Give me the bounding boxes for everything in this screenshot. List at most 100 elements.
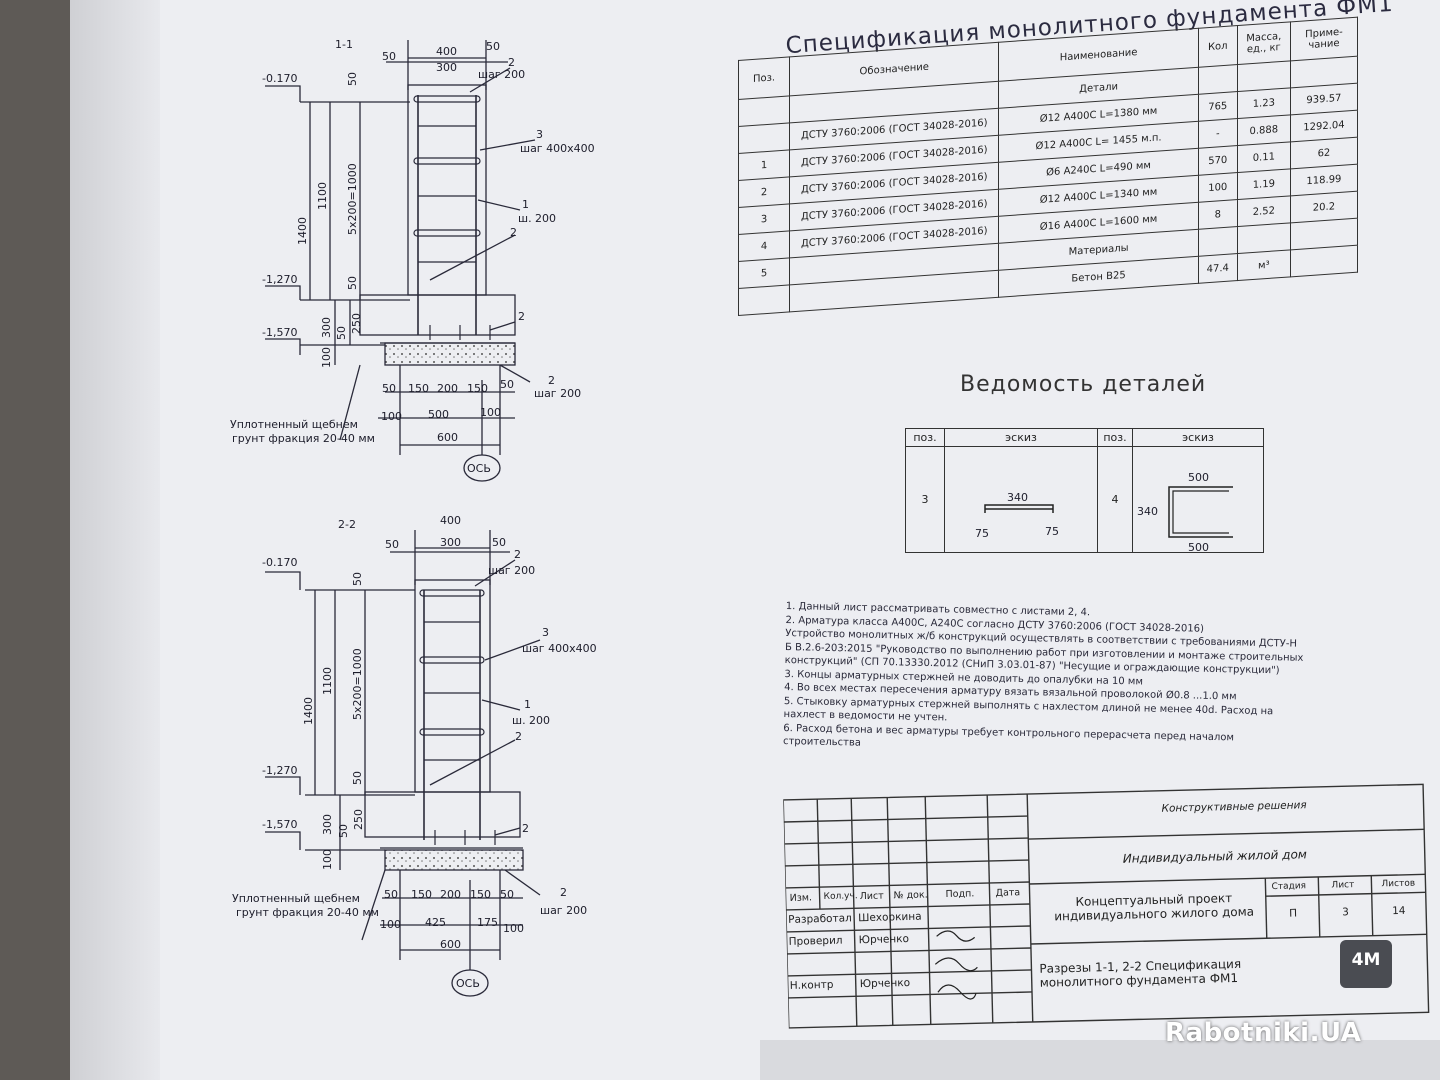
- details-table: поз. эскиз поз. эскиз 3 340 75 75 4 500 …: [905, 428, 1264, 553]
- section-1-dims: 400 50 300 50 -0.170 -1,270 -1,570 1400 …: [230, 40, 595, 475]
- svg-text:5x200=1000: 5x200=1000: [346, 163, 359, 235]
- svg-text:ш. 200: ш. 200: [518, 212, 556, 225]
- svg-text:500: 500: [1188, 471, 1209, 484]
- svg-text:2: 2: [510, 226, 517, 239]
- svg-text:300: 300: [436, 61, 457, 74]
- svg-text:1100: 1100: [316, 182, 329, 210]
- svg-text:425: 425: [425, 916, 446, 929]
- svg-text:1400: 1400: [302, 697, 315, 725]
- svg-text:-1,570: -1,570: [262, 818, 297, 831]
- svg-text:2: 2: [522, 822, 529, 835]
- svg-text:75: 75: [975, 527, 989, 540]
- section-2-title: 2-2: [338, 518, 356, 531]
- stamp-sheet-title: Разрезы 1-1, 2-2 Спецификация монолитног…: [1039, 956, 1242, 990]
- svg-text:500: 500: [428, 408, 449, 421]
- svg-text:2: 2: [514, 548, 521, 561]
- underlying-page-edge: [760, 1040, 1440, 1080]
- svg-text:50: 50: [351, 771, 364, 785]
- gravel-bed: [384, 342, 516, 366]
- svg-text:75: 75: [1045, 525, 1059, 538]
- svg-text:150: 150: [411, 888, 432, 901]
- spec-h-pos: Поз.: [738, 56, 790, 100]
- svg-text:2: 2: [548, 374, 555, 387]
- section-2-2: 2-2: [265, 518, 541, 997]
- title-block-grid: [783, 783, 1430, 1029]
- svg-text:грунт фракция 20-40 мм: грунт фракция 20-40 мм: [232, 432, 375, 445]
- axis-label-2: ОСЬ: [456, 977, 480, 990]
- svg-text:шаг 200: шаг 200: [488, 564, 535, 577]
- svg-text:50: 50: [346, 72, 359, 86]
- svg-text:600: 600: [437, 431, 458, 444]
- svg-text:250: 250: [352, 809, 365, 830]
- svg-text:-1,270: -1,270: [262, 764, 297, 777]
- detail-pos-3: 3: [905, 446, 945, 553]
- svg-text:50: 50: [385, 538, 399, 551]
- svg-text:1: 1: [522, 198, 529, 211]
- svg-text:250: 250: [350, 313, 363, 334]
- svg-text:50: 50: [382, 50, 396, 63]
- svg-text:400: 400: [440, 514, 461, 527]
- general-notes: 1. Данный лист рассматривать совместно с…: [783, 600, 1306, 759]
- svg-text:100: 100: [380, 918, 401, 931]
- svg-text:400: 400: [436, 45, 457, 58]
- svg-text:50: 50: [351, 572, 364, 586]
- svg-text:100: 100: [503, 922, 524, 935]
- spec-h-note: Приме-чание: [1290, 17, 1358, 61]
- detail-pos-4: 4: [1097, 446, 1133, 553]
- svg-text:50: 50: [384, 888, 398, 901]
- stamp-lists: 14: [1391, 904, 1406, 918]
- svg-text:шаг 200: шаг 200: [478, 68, 525, 81]
- company-logo: 4M: [1340, 940, 1392, 988]
- svg-text:50: 50: [500, 888, 514, 901]
- svg-text:-1,570: -1,570: [262, 326, 297, 339]
- svg-text:ш. 200: ш. 200: [512, 714, 550, 727]
- svg-text:-0.170: -0.170: [262, 556, 297, 569]
- svg-text:грунт фракция 20-40 мм: грунт фракция 20-40 мм: [236, 906, 379, 919]
- svg-text:шаг 200: шаг 200: [534, 387, 581, 400]
- svg-text:шаг 400х400: шаг 400х400: [520, 142, 595, 155]
- svg-text:Уплотненный щебнем: Уплотненный щебнем: [232, 892, 360, 905]
- svg-text:200: 200: [437, 382, 458, 395]
- svg-text:1100: 1100: [321, 667, 334, 695]
- spec-h-qty: Кол: [1198, 25, 1238, 68]
- svg-text:1400: 1400: [296, 217, 309, 245]
- svg-text:2: 2: [508, 56, 515, 69]
- svg-text:1: 1: [524, 698, 531, 711]
- svg-text:50: 50: [500, 378, 514, 391]
- svg-text:50: 50: [346, 276, 359, 290]
- svg-text:50: 50: [337, 824, 350, 838]
- section-1-1: 1-1: [265, 38, 536, 482]
- svg-text:3: 3: [536, 128, 543, 141]
- svg-text:500: 500: [1188, 541, 1209, 553]
- svg-text:50: 50: [382, 382, 396, 395]
- svg-text:2: 2: [560, 886, 567, 899]
- spec-table: Поз. Обозначение Наименование Кол Масса,…: [738, 17, 1358, 316]
- svg-text:100: 100: [320, 347, 333, 368]
- svg-text:50: 50: [486, 40, 500, 53]
- svg-text:300: 300: [440, 536, 461, 549]
- svg-text:300: 300: [321, 814, 334, 835]
- axis-label-1: ОСЬ: [467, 462, 491, 475]
- svg-text:50: 50: [492, 536, 506, 549]
- svg-text:Уплотненный щебнем: Уплотненный щебнем: [230, 418, 358, 431]
- detail-3-shape: 340 75 75: [975, 491, 1059, 540]
- detail-4-shape: 500 340 500: [1137, 471, 1233, 553]
- svg-text:150: 150: [467, 382, 488, 395]
- svg-text:-1,270: -1,270: [262, 273, 297, 286]
- details-title: Ведомость деталей: [960, 372, 1207, 397]
- svg-text:шаг 200: шаг 200: [540, 904, 587, 917]
- detail-sketch-4: 500 340 500: [1132, 446, 1264, 553]
- svg-text:5x200=1000: 5x200=1000: [351, 648, 364, 720]
- svg-text:2: 2: [518, 310, 525, 323]
- svg-text:100: 100: [480, 406, 501, 419]
- detail-sketch-3: 340 75 75: [944, 446, 1098, 553]
- stamp-project: Концептуальный проект индивидуального жи…: [1054, 891, 1255, 924]
- footing-outline: [364, 791, 521, 838]
- svg-text:340: 340: [1007, 491, 1028, 504]
- svg-text:3: 3: [542, 626, 549, 639]
- section-1-title: 1-1: [335, 38, 353, 51]
- gravel-bed: [384, 849, 524, 871]
- svg-text:50: 50: [335, 326, 348, 340]
- watermark: Rabotniki.UA: [1165, 1018, 1362, 1048]
